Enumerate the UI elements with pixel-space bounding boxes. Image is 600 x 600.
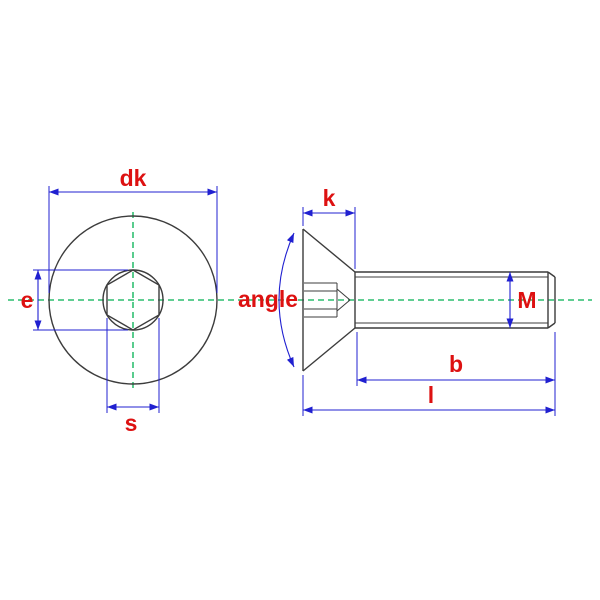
chamfer-top-edge: [547, 271, 556, 278]
hex-socket-outline: [106, 269, 160, 331]
angle-dimension: angle: [238, 232, 298, 368]
dk-label: dk: [120, 165, 147, 191]
l-dimension: l: [302, 332, 556, 416]
k-dimension: k: [302, 185, 356, 269]
socket-drill-point-bottom: [336, 299, 351, 312]
b-dimension: b: [356, 332, 555, 386]
centerlines: [8, 212, 592, 390]
m-label: M: [517, 287, 536, 313]
s-dimension: s: [106, 318, 160, 436]
e-dimension: e: [21, 269, 128, 331]
m-dimension: M: [506, 272, 537, 328]
side-view: [302, 228, 556, 372]
dk-dimension: dk: [48, 165, 218, 293]
chamfer-bottom-edge: [547, 322, 556, 329]
head-outline-circle: [48, 215, 218, 385]
l-label: l: [428, 382, 434, 408]
s-label: s: [125, 410, 138, 436]
socket-section-detail: [304, 282, 351, 318]
front-view: [48, 215, 218, 385]
head-cone-top: [302, 228, 356, 273]
head-cone-bottom: [302, 327, 356, 372]
k-label: k: [323, 185, 336, 211]
b-label: b: [449, 351, 463, 377]
socket-drill-point-top: [336, 288, 351, 301]
e-label: e: [21, 287, 34, 313]
angle-label: angle: [238, 286, 298, 312]
angle-arc: [278, 232, 295, 368]
